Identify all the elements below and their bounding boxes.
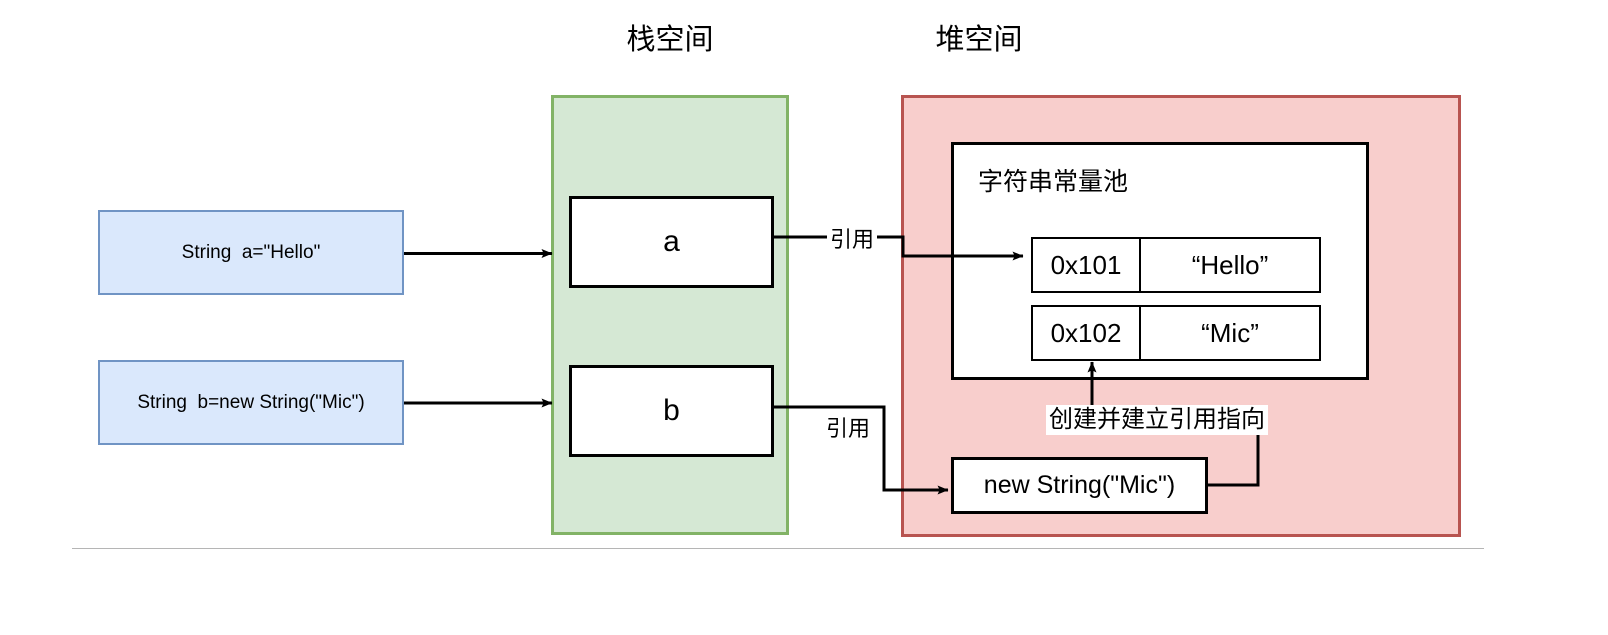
stack-section-title: 栈空间 (626, 24, 714, 56)
string-constant-pool: 字符串常量池 0x101 “Hello” 0x102 “Mic” (951, 142, 1369, 380)
heap-object-box: new String("Mic") (951, 457, 1208, 514)
stack-slot-b: b (569, 365, 774, 457)
pool-row: 0x102 “Mic” (1031, 305, 1321, 361)
pool-row-value: “Hello” (1191, 249, 1269, 280)
code-box-string-a-text: String a="Hello" (181, 241, 321, 263)
pool-row-address: 0x101 (1033, 239, 1141, 291)
code-box-string-a: String a="Hello" (98, 210, 404, 295)
heap-object-box-label: new String("Mic") (983, 471, 1176, 499)
stack-region (551, 95, 789, 535)
pool-row-address: 0x102 (1033, 307, 1141, 359)
string-constant-pool-title: 字符串常量池 (978, 168, 1129, 196)
stack-slot-a-label: a (663, 225, 680, 258)
connector-label-ref-b: 引用 (823, 415, 874, 443)
stack-slot-a: a (569, 196, 774, 288)
pool-row: 0x101 “Hello” (1031, 237, 1321, 293)
connector-label-ref-a: 引用 (827, 226, 878, 254)
pool-row-value: “Mic” (1201, 317, 1259, 348)
bottom-divider (72, 548, 1484, 549)
connector-label-create-and-link: 创建并建立引用指向 (1046, 405, 1268, 435)
stack-slot-b-label: b (663, 394, 680, 427)
code-box-string-b-text: String b=new String("Mic") (137, 391, 365, 413)
code-box-string-b: String b=new String("Mic") (98, 360, 404, 445)
heap-section-title: 堆空间 (935, 24, 1023, 56)
